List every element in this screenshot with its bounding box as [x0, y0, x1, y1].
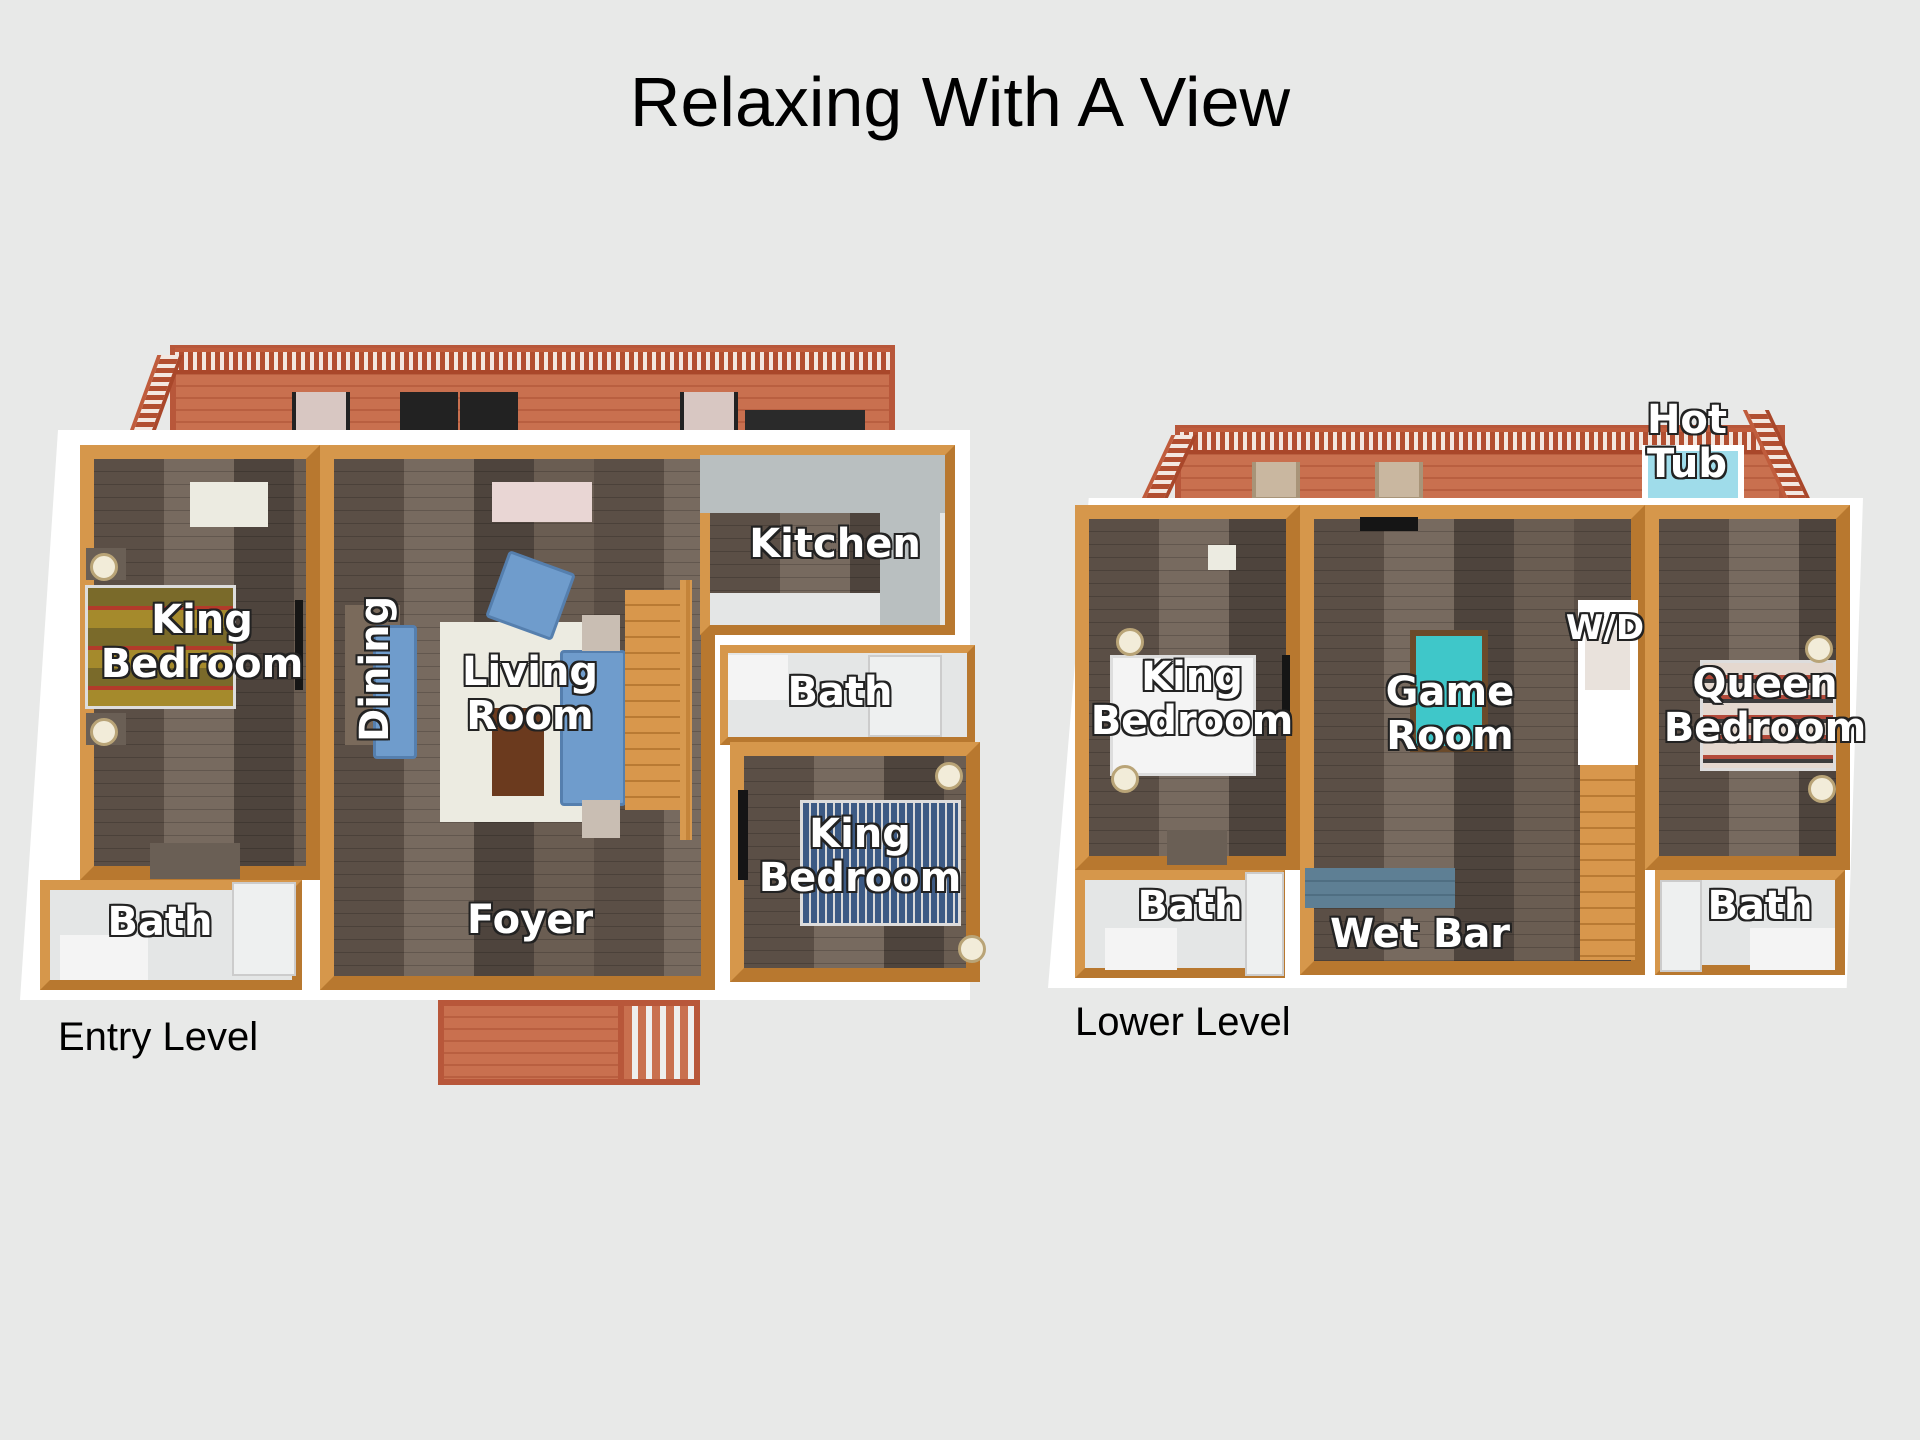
end-table [582, 800, 620, 838]
lamp [1116, 628, 1144, 656]
tv [1282, 655, 1290, 725]
lamp [958, 935, 986, 963]
front-porch [438, 1000, 648, 1085]
room-label: W/D [1565, 608, 1645, 648]
room-label: King Bedroom [1090, 654, 1294, 744]
tv [738, 790, 748, 880]
bathtub [1660, 880, 1702, 972]
room-label: Foyer [466, 897, 594, 943]
kitchen-floor [710, 513, 880, 593]
dresser [150, 843, 240, 879]
level-label-entry: Entry Level [58, 1015, 259, 1059]
front-steps [618, 1000, 700, 1085]
deck-chair [460, 392, 518, 436]
room-label: King Bedroom [100, 597, 304, 687]
room-label: Bath [107, 899, 213, 945]
sofa [560, 650, 626, 806]
room-label: Kitchen [749, 521, 921, 567]
room-label: Hot Tub [1646, 397, 1728, 487]
pool-table [1410, 630, 1488, 752]
bed [800, 800, 961, 926]
level-label-lower: Lower Level [1075, 1000, 1291, 1044]
vanity [60, 935, 148, 980]
page-title: Relaxing With A View [629, 63, 1291, 141]
room-label: Dining [352, 595, 398, 742]
washer-dryer [1585, 630, 1630, 690]
bed [1700, 660, 1836, 771]
kitchen-counter [880, 455, 940, 625]
dresser [1167, 830, 1227, 865]
entry-deck-railing [175, 348, 890, 374]
room-label: King Bedroom [758, 811, 962, 901]
lamp [1805, 635, 1833, 663]
deck-chair [292, 392, 350, 436]
wet-bar-counter [1305, 868, 1455, 908]
bed [85, 585, 236, 709]
staircase [625, 590, 680, 810]
deck-chair [1252, 462, 1300, 501]
vanity [1105, 928, 1177, 970]
lamp [1111, 765, 1139, 793]
room-label: Game Room [1385, 669, 1515, 759]
room-label: Bath [787, 669, 893, 715]
room-label: Bath [1137, 883, 1243, 929]
rug [190, 482, 268, 527]
lamp [1808, 775, 1836, 803]
room-label: Queen Bedroom [1663, 661, 1867, 751]
rug [492, 482, 592, 522]
stair-wall [680, 580, 692, 840]
lamp [935, 762, 963, 790]
tv [295, 600, 303, 690]
lamp [90, 553, 118, 581]
deck-chair [680, 392, 738, 436]
room-label: Bath [1707, 883, 1813, 929]
bathtub [868, 655, 942, 737]
bed [1110, 655, 1256, 776]
deck-chair [400, 392, 458, 436]
lamp [90, 718, 118, 746]
bathtub [1245, 872, 1284, 976]
bathtub [232, 882, 296, 976]
end-table [582, 615, 620, 651]
staircase [1580, 765, 1635, 960]
vanity [1750, 928, 1835, 970]
deck-chair [1375, 462, 1423, 501]
room-label: Living Room [461, 649, 599, 739]
vanity [728, 655, 788, 700]
rug [1208, 545, 1236, 570]
dining-bench [373, 625, 417, 759]
tv [1360, 517, 1418, 531]
coffee-table [492, 708, 544, 796]
room-label: Wet Bar [1329, 911, 1511, 957]
